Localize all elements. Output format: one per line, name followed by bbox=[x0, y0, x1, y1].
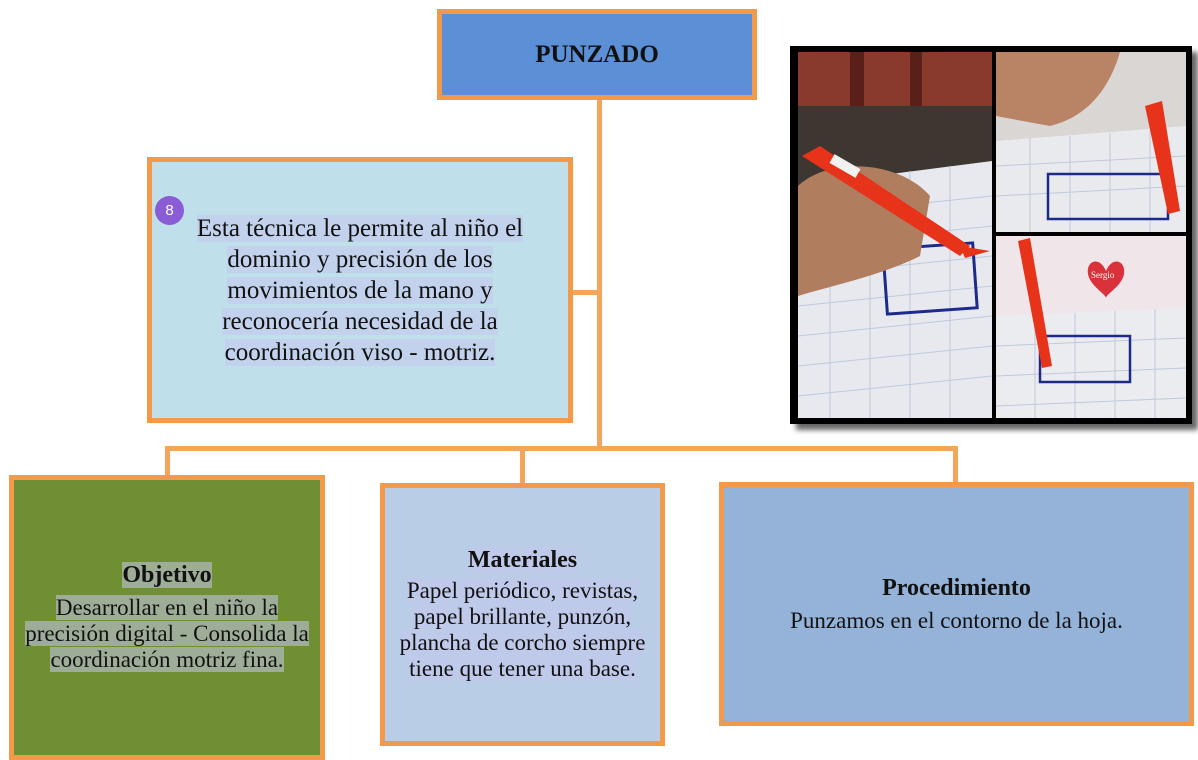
connector-to-description bbox=[573, 290, 599, 295]
page-title: PUNZADO bbox=[535, 40, 659, 68]
photo-panel-bottom-right: Sergio bbox=[995, 236, 1187, 418]
photo-collage: Sergio bbox=[790, 46, 1192, 424]
comment-badge[interactable]: 8 bbox=[155, 196, 184, 225]
photo-panel-left bbox=[797, 52, 993, 418]
photo-collage-image: Sergio bbox=[797, 52, 1187, 418]
procedimiento-box: Procedimiento Punzamos en el contorno de… bbox=[719, 482, 1194, 726]
description-box: Esta técnica le permite al niño el domin… bbox=[147, 157, 573, 423]
materiales-text: Papel periódico, revistas, papel brillan… bbox=[399, 578, 646, 681]
connector-vertical-main bbox=[597, 100, 602, 450]
procedimiento-heading: Procedimiento bbox=[882, 574, 1031, 601]
description-text: Esta técnica le permite al niño el domin… bbox=[196, 214, 524, 366]
objetivo-box: Objetivo Desarrollar en el niño la preci… bbox=[9, 475, 325, 760]
materiales-heading: Materiales bbox=[467, 547, 578, 573]
connector-horizontal-bottom bbox=[165, 446, 958, 451]
shirt-label: Sergio bbox=[1091, 270, 1115, 280]
objetivo-heading: Objetivo bbox=[122, 562, 212, 588]
procedimiento-text: Punzamos en el contorno de la hoja. bbox=[790, 607, 1123, 633]
title-box: PUNZADO bbox=[437, 9, 757, 100]
connector-drop-objetivo bbox=[165, 446, 170, 476]
connector-drop-procedimiento bbox=[953, 446, 958, 483]
photo-panel-top-right bbox=[995, 52, 1187, 232]
connector-drop-materiales bbox=[520, 446, 525, 484]
objetivo-text: Desarrollar en el niño la precisión digi… bbox=[25, 595, 309, 672]
materiales-box: Materiales Papel periódico, revistas, pa… bbox=[380, 483, 665, 746]
